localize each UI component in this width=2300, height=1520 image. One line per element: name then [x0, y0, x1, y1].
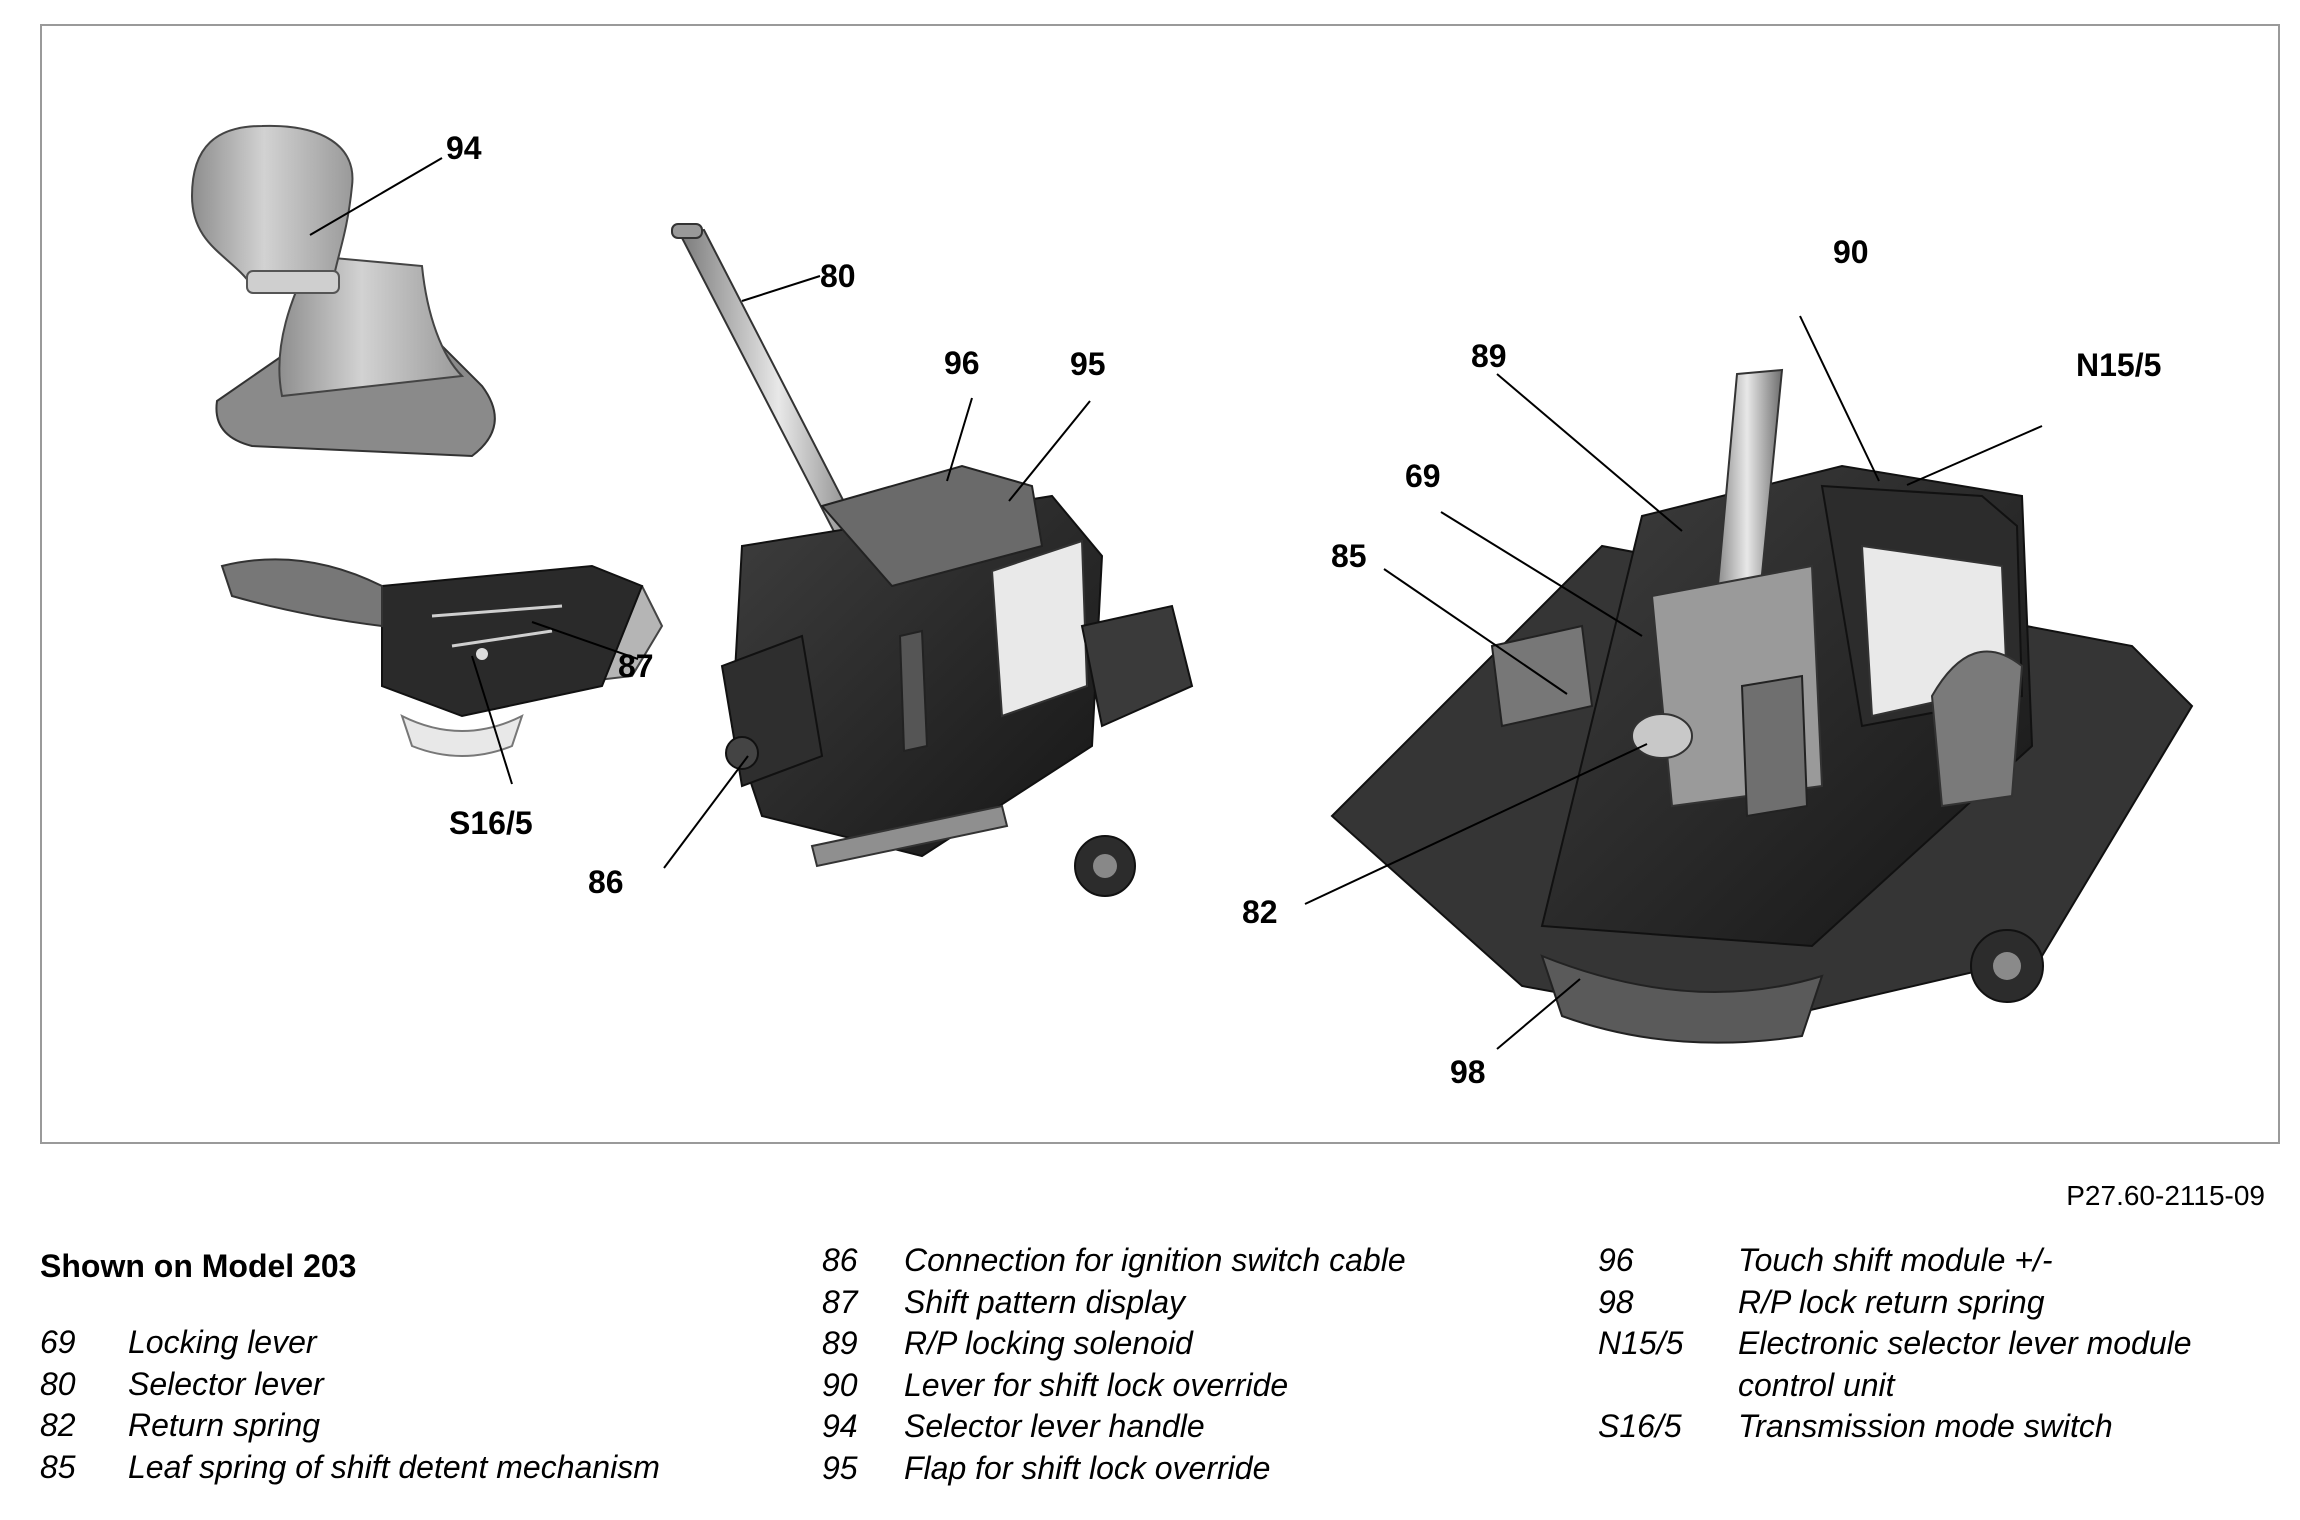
leader-line-85 — [1383, 568, 1568, 695]
electronic-selector-lever-module-illustration — [1330, 368, 2194, 1044]
selector-lever-unit-illustration — [671, 223, 1194, 897]
legend-item: 90 Lever for shift lock override — [822, 1365, 1562, 1407]
legend-code: 86 — [822, 1242, 858, 1278]
figure-frame: 94 87 S16/5 80 96 95 86 90 89 N15/5 69 8… — [40, 24, 2280, 1144]
callout-87: 87 — [618, 648, 654, 684]
legend-code: 82 — [40, 1407, 76, 1443]
legend-item: 96 Touch shift module +/- — [1598, 1240, 2288, 1282]
leader-line-87 — [531, 621, 639, 660]
legend-description: Leaf spring of shift detent mechanism — [128, 1448, 660, 1485]
callout-s16-5: S16/5 — [449, 805, 533, 841]
leader-line-s16-5 — [471, 655, 513, 785]
legend-description: Transmission mode switch — [1738, 1408, 2113, 1444]
callout-86: 86 — [588, 864, 624, 900]
legend-item: 82 Return spring — [40, 1405, 780, 1447]
figure-reference: P27.60-2115-09 — [2066, 1180, 2265, 1211]
legend-description: Touch shift module +/- — [1738, 1242, 2053, 1278]
legend-code: 80 — [40, 1365, 76, 1402]
legend-description: Connection for ignition switch cable — [904, 1242, 1406, 1278]
legend-item: 69 Locking lever — [40, 1322, 780, 1364]
leader-line-95 — [1008, 400, 1091, 502]
legend-code: 85 — [40, 1448, 76, 1485]
legend-description: Flap for shift lock override — [904, 1449, 1271, 1486]
legend-title: Shown on Model 203 — [40, 1248, 357, 1284]
legend-code: 96 — [1598, 1242, 1634, 1278]
legend-item: 98 R/P lock return spring — [1598, 1282, 2288, 1324]
legend-column-3: 96 Touch shift module +/- 98 R/P lock re… — [1598, 1240, 2288, 1448]
legend-description: Selector lever — [128, 1365, 324, 1402]
leader-line-69 — [1440, 511, 1643, 637]
legend-code: 98 — [1598, 1283, 1634, 1320]
callout-96: 96 — [944, 345, 980, 381]
leader-line-82 — [1304, 743, 1648, 905]
legend-description: Locking lever — [128, 1324, 317, 1360]
leader-line-90 — [1799, 315, 1880, 482]
callout-90: 90 — [1833, 234, 1869, 270]
leader-line-98 — [1496, 978, 1581, 1050]
legend-code: 69 — [40, 1324, 76, 1360]
legend-description: Return spring — [128, 1407, 321, 1443]
callout-98: 98 — [1450, 1054, 1486, 1090]
legend-description: Lever for shift lock override — [904, 1366, 1289, 1403]
callout-80: 80 — [820, 258, 856, 294]
legend-code: N15/5 — [1598, 1325, 1684, 1361]
callout-82: 82 — [1242, 894, 1278, 930]
legend-item: N15/5 Electronic selector lever module c… — [1598, 1323, 2288, 1406]
legend-item: 87 Shift pattern display — [822, 1282, 1562, 1324]
leader-line-80 — [741, 275, 821, 302]
leader-line-n15-5 — [1906, 425, 2043, 486]
callout-69: 69 — [1405, 458, 1441, 494]
legend-description: Shift pattern display — [904, 1283, 1186, 1320]
legend-description: R/P locking solenoid — [904, 1325, 1193, 1361]
legend-description: Electronic selector lever module control… — [1738, 1325, 2192, 1403]
legend-item: 95 Flap for shift lock override — [822, 1448, 1562, 1490]
leader-line-96 — [946, 397, 973, 482]
legend-description: R/P lock return spring — [1738, 1283, 2045, 1320]
legend-code: 94 — [822, 1408, 858, 1444]
leader-line-94 — [309, 157, 443, 236]
callout-95: 95 — [1070, 346, 1106, 382]
callout-85: 85 — [1331, 538, 1367, 574]
legend-code: 89 — [822, 1325, 858, 1361]
leader-line-86 — [663, 755, 749, 869]
legend-code: 90 — [822, 1366, 858, 1403]
component-illustration — [190, 124, 2194, 1050]
legend-column-2: 86 Connection for ignition switch cable … — [822, 1240, 1562, 1489]
callout-94: 94 — [446, 130, 482, 166]
legend-item: 94 Selector lever handle — [822, 1406, 1562, 1448]
legend-code: S16/5 — [1598, 1408, 1682, 1444]
legend-item: 85 Leaf spring of shift detent mechanism — [40, 1447, 780, 1489]
legend-code: 95 — [822, 1449, 858, 1486]
legend-item: S16/5 Transmission mode switch — [1598, 1406, 2288, 1448]
leader-line-89 — [1496, 373, 1683, 532]
selector-lever-handle-illustration — [190, 124, 664, 757]
callout-89: 89 — [1471, 338, 1507, 374]
legend-description: Selector lever handle — [904, 1408, 1205, 1444]
callout-n15-5: N15/5 — [2076, 347, 2162, 383]
legend-column-1: 69 Locking lever 80 Selector lever 82 Re… — [40, 1322, 780, 1488]
legend-item: 89 R/P locking solenoid — [822, 1323, 1562, 1365]
legend-item: 86 Connection for ignition switch cable — [822, 1240, 1562, 1282]
legend-code: 87 — [822, 1283, 858, 1320]
legend-item: 80 Selector lever — [40, 1364, 780, 1406]
